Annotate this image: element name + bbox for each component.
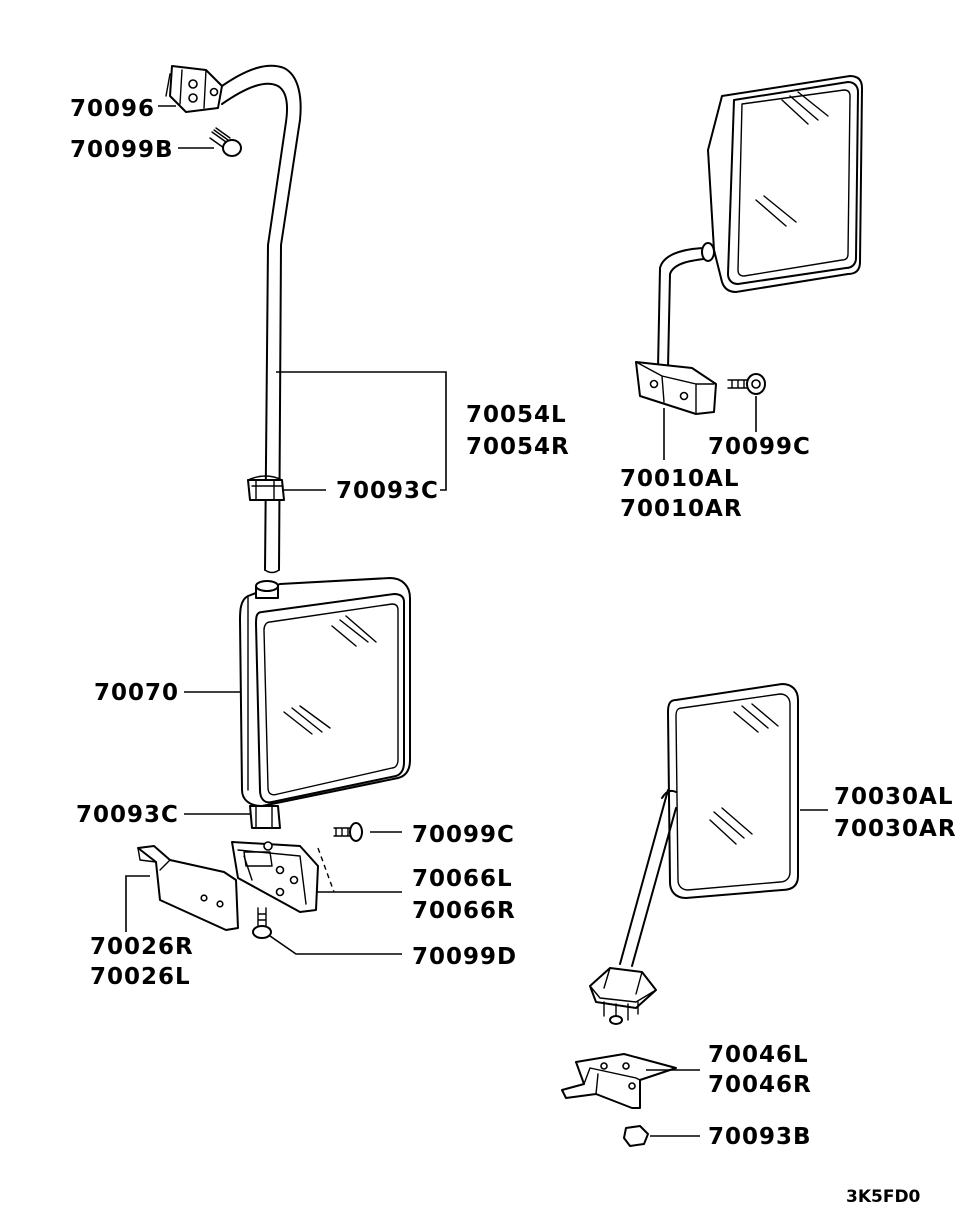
label-70099d: 70099D (412, 944, 517, 970)
mirror-stay-rod-70054 (221, 64, 302, 574)
mirror-assembly-70070 (239, 577, 411, 807)
bolt-70099c-right (727, 373, 766, 395)
bracket-70066 (231, 841, 319, 913)
nut-70093b (623, 1125, 649, 1147)
label-70099b: 70099B (70, 137, 174, 163)
bracket-70046 (561, 1053, 677, 1109)
label-70066l: 70066L (412, 866, 513, 892)
label-70054r: 70054R (466, 434, 570, 460)
label-70054l: 70054L (466, 402, 567, 428)
label-70010ar: 70010AR (620, 496, 743, 522)
label-70093b: 70093B (708, 1124, 812, 1150)
label-70096: 70096 (70, 96, 155, 122)
label-70026r: 70026R (90, 934, 194, 960)
label-70093c-lower: 70093C (76, 802, 179, 828)
label-70026l: 70026L (90, 964, 191, 990)
label-70046l: 70046L (708, 1042, 809, 1068)
diagram-code: 3K5FD0 (846, 1187, 921, 1207)
label-70010al: 70010AL (620, 466, 739, 492)
label-70046r: 70046R (708, 1072, 812, 1098)
label-70099c-lower: 70099C (412, 822, 515, 848)
bolt-70099d (252, 907, 272, 939)
bolt-70099b (209, 127, 242, 157)
bracket-70096 (165, 65, 223, 113)
bolt-70099c-lower (333, 822, 363, 842)
bracket-plate-70026 (137, 845, 239, 931)
label-70030ar: 70030AR (834, 816, 957, 842)
mirror-assembly-70030 (589, 683, 799, 1025)
leader-lines (125, 105, 828, 1137)
label-70070: 70070 (94, 680, 179, 706)
clamp-70093c-upper (247, 475, 285, 501)
mirror-assembly-70010 (635, 75, 863, 415)
clamp-70093c-lower (249, 805, 281, 829)
label-70099c-right: 70099C (708, 434, 811, 460)
label-70066r: 70066R (412, 898, 516, 924)
label-70030al: 70030AL (834, 784, 953, 810)
label-70093c-upper: 70093C (336, 478, 439, 504)
